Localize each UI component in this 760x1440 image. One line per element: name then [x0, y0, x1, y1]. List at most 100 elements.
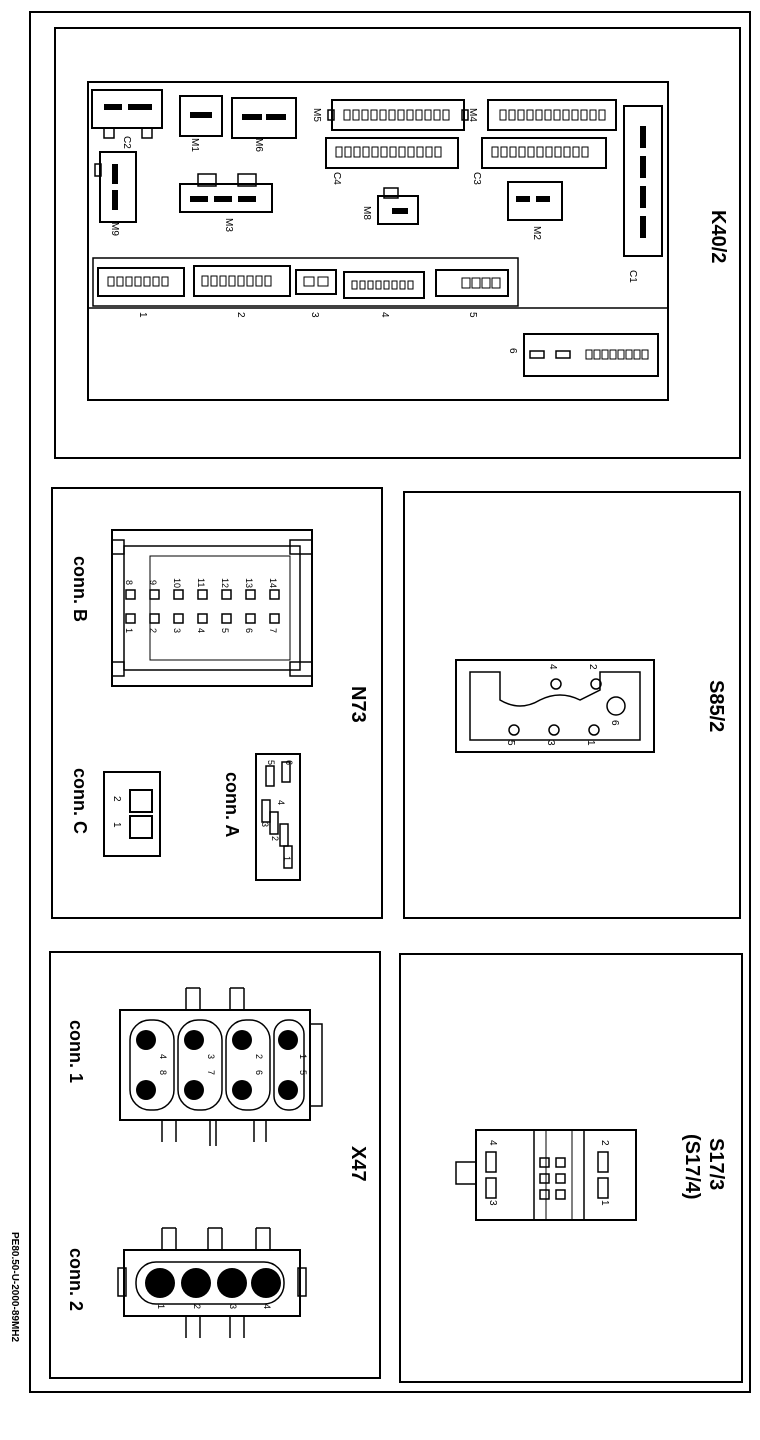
pin-s85-5: 5	[505, 740, 516, 746]
connector-m2	[507, 181, 563, 221]
pin-b-1: 1	[124, 628, 134, 633]
connector-k40-2	[193, 265, 291, 297]
panel-k40-2: C2 M1 M6 M5 M4 C4 C3 M9 M3 M8 M2 C1 1 2 …	[54, 27, 741, 459]
panel-s85-2: 4 2 5 3 1 6 S85/2	[403, 491, 741, 919]
pin-x47-2-4: 4	[262, 1304, 272, 1309]
connector-m1	[179, 95, 223, 137]
connector-k40-5	[435, 269, 509, 297]
pin-s17-3: 3	[487, 1200, 498, 1206]
pin-x47-1-2: 2	[254, 1054, 264, 1059]
pin-b-11: 11	[196, 578, 206, 587]
connector-k40-1	[97, 267, 185, 297]
connector-c1	[623, 105, 663, 257]
label-c3: C3	[471, 172, 482, 185]
pin-s85-1: 1	[585, 740, 596, 746]
connector-c4	[325, 137, 459, 169]
pin-x47-1-5: 5	[298, 1070, 308, 1075]
label-m3: M3	[223, 218, 234, 232]
pin-b-6: 6	[244, 628, 254, 633]
label-m9: M9	[109, 222, 120, 236]
connector-m4	[487, 99, 617, 131]
panel-title-s85-2: S85/2	[705, 680, 727, 732]
pin-a-1: 1	[282, 856, 292, 861]
s17-3-switch-outline	[455, 1129, 637, 1221]
label-m2: M2	[531, 226, 542, 240]
connector-m6	[231, 97, 297, 139]
pin-s85-2: 2	[587, 664, 598, 670]
document-code: PE80.50-U-2000-89MH2	[9, 1232, 20, 1342]
n73-connector-a: 6 5 4 3 2 1	[255, 753, 301, 881]
pin-a-6: 6	[284, 760, 294, 765]
panel-n73: 8 9 10 11 12 13 14 1 2 3 4 5 6 7 2 1	[51, 487, 383, 919]
pin-b-14: 14	[268, 578, 278, 588]
pin-s85-3: 3	[545, 740, 556, 746]
pin-x47-2-1: 1	[156, 1304, 166, 1309]
pin-a-2: 2	[270, 836, 280, 841]
connector-m3	[179, 173, 273, 213]
pin-s85-6: 6	[609, 720, 620, 726]
label-n5: 5	[467, 312, 478, 318]
pin-x47-1-3: 3	[206, 1054, 216, 1059]
pin-b-3: 3	[172, 628, 182, 633]
connector-c3	[481, 137, 607, 169]
label-n6: 6	[507, 348, 518, 354]
pin-b-10: 10	[172, 578, 182, 588]
label-n2: 2	[235, 312, 246, 318]
connector-c2	[91, 89, 163, 139]
pin-b-9: 9	[148, 580, 158, 585]
label-conn-b: conn. B	[70, 556, 90, 622]
label-conn-c: conn. C	[70, 768, 90, 834]
s85-2-switch-outline	[455, 659, 655, 753]
pin-x47-1-7: 7	[206, 1070, 216, 1075]
pin-a-4: 4	[276, 800, 286, 805]
pin-x47-1-6: 6	[254, 1070, 264, 1075]
pin-x47-2-2: 2	[192, 1304, 202, 1309]
n73-connector-c: 2 1	[103, 771, 161, 857]
pin-b-4: 4	[196, 628, 206, 633]
pin-x47-1-8: 8	[158, 1070, 168, 1075]
panel-title-s17-3: S17/3	[705, 1138, 727, 1190]
pin-b-2: 2	[148, 628, 158, 633]
connector-k40-3	[295, 269, 337, 295]
connector-m5	[327, 99, 469, 131]
pin-a-5: 5	[266, 760, 276, 765]
panel-s17-3: 4 3 2 1 S17/3 (S17/4)	[399, 953, 743, 1383]
connector-m8	[377, 187, 419, 225]
label-c4: C4	[331, 172, 342, 185]
pin-b-5: 5	[220, 628, 230, 633]
panel-title-n73: N73	[347, 686, 369, 723]
label-n3: 3	[309, 312, 320, 318]
pin-s17-4: 4	[487, 1140, 498, 1146]
pin-b-12: 12	[220, 578, 230, 588]
panel-title-k40-2: K40/2	[707, 210, 729, 263]
pin-b-8: 8	[124, 580, 134, 585]
label-m4: M4	[467, 108, 478, 122]
label-conn-a: conn. A	[222, 772, 242, 837]
pin-x47-2-3: 3	[228, 1304, 238, 1309]
label-n1: 1	[137, 312, 148, 318]
pin-s17-1: 1	[599, 1200, 610, 1206]
panel-subtitle-s17-4: (S17/4)	[681, 1134, 703, 1200]
pin-b-13: 13	[244, 578, 254, 588]
pin-x47-1-4: 4	[158, 1054, 168, 1059]
pin-x47-1-1: 1	[298, 1054, 308, 1059]
pin-s17-2: 2	[599, 1140, 610, 1146]
n73-connector-b: 8 9 10 11 12 13 14 1 2 3 4 5 6 7	[111, 529, 313, 687]
connector-m9	[94, 151, 137, 223]
x47-connector-2: 1 2 3 4	[117, 1227, 307, 1338]
k40-connector-strip	[92, 257, 519, 307]
pin-b-7: 7	[268, 628, 278, 633]
pin-s85-4: 4	[547, 664, 558, 670]
connector-k40-4	[343, 271, 425, 299]
pin-a-3: 3	[260, 822, 270, 827]
label-m1: M1	[189, 138, 200, 152]
label-m8: M8	[361, 206, 372, 220]
panel-title-x47: X47	[347, 1146, 369, 1182]
k40-module-board	[87, 81, 669, 401]
outer-frame	[29, 11, 751, 1393]
label-c1: C1	[627, 270, 638, 283]
label-m5: M5	[311, 108, 322, 122]
label-m6: M6	[253, 138, 264, 152]
label-c2: C2	[121, 136, 132, 149]
